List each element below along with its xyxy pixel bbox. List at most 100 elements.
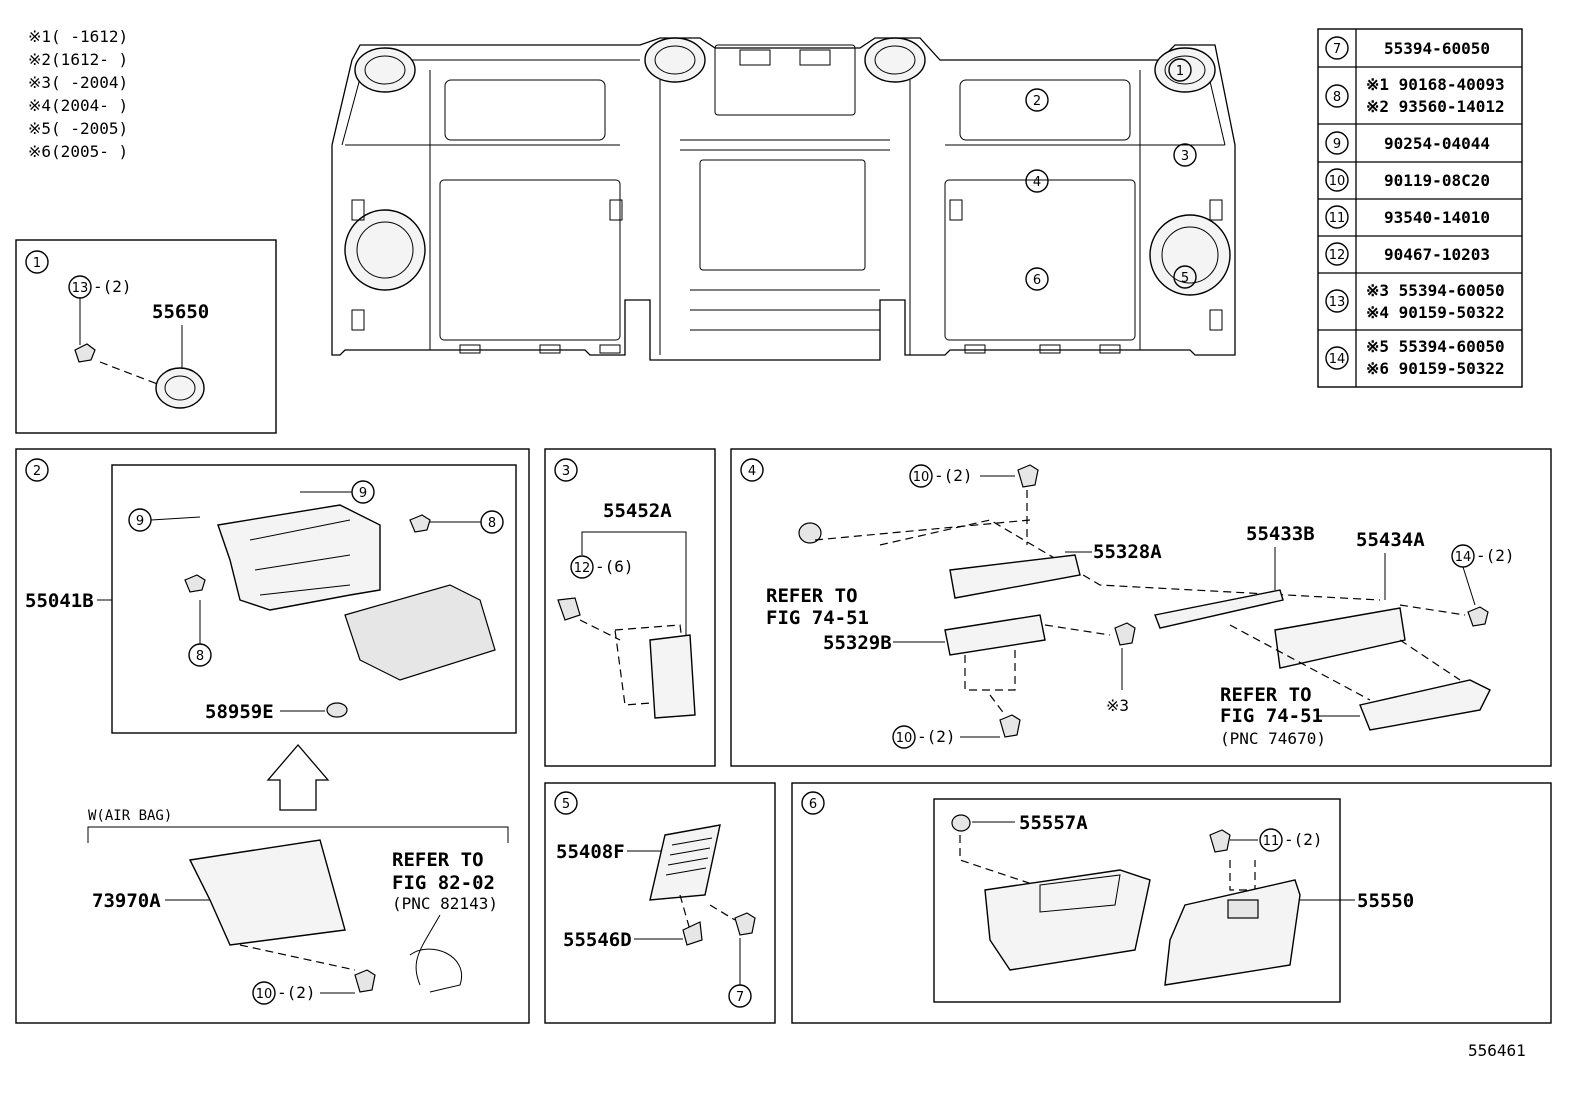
table-part-13b: ※4 90159-50322: [1366, 303, 1505, 322]
up-arrow: [266, 744, 330, 811]
bracket-55452A-shape: [649, 634, 696, 719]
table-part-14b: ※6 90159-50322: [1366, 359, 1505, 378]
date-note-3: ※3( -2004): [28, 73, 128, 92]
table-ref-11: 11: [1329, 211, 1346, 226]
bracket-55434A-shape: [1274, 607, 1406, 669]
panel-2-ref10: 10: [256, 987, 273, 1002]
panel-5-part-55408F: 55408F: [556, 841, 625, 863]
glovebox-door-55550-shape: [1164, 879, 1301, 986]
panel-2-ref8b: 8: [196, 649, 204, 664]
panel-1-num: 1: [33, 256, 41, 271]
assist-grip-shape: [1359, 679, 1491, 731]
table-part-9: 90254-04044: [1384, 134, 1490, 153]
panel-4-part-55434A: 55434A: [1356, 529, 1425, 551]
panel-4-ref10b: 10: [896, 731, 913, 746]
panel-3-part-55452A: 55452A: [603, 500, 672, 522]
panel-4-qty10a: -(2): [934, 466, 973, 485]
panel-4-refer2-l1: REFER TO: [1220, 684, 1312, 706]
panel-2-qty10: -(2): [277, 983, 316, 1002]
date-note-2: ※2(1612- ): [28, 50, 128, 69]
callout-3: 3: [1181, 149, 1189, 164]
panel-3-qty: -(6): [595, 557, 634, 576]
panel-4-refer1-l2: FIG 74-51: [766, 607, 869, 629]
bracket-55433B-shape: [1154, 589, 1284, 629]
panel-1: 1 13 -(2) 55650: [15, 239, 277, 434]
panel-2-part-55041B: 55041B: [25, 590, 94, 612]
panel-2-ref9b: 9: [359, 486, 367, 501]
panel-6-qty11: -(2): [1284, 830, 1323, 849]
airbag-cover-shape: [188, 839, 346, 946]
table-part-7: 55394-60050: [1384, 39, 1490, 58]
panel-4-refer2-l3: (PNC 74670): [1220, 729, 1326, 748]
panel-2-ref9a: 9: [136, 514, 144, 529]
main-callouts: 1 2 3 4 5 6: [1025, 58, 1197, 291]
date-note-4: ※4(2004- ): [28, 96, 128, 115]
panel-5-ref7: 7: [736, 990, 744, 1005]
screw-shape: [74, 343, 96, 363]
table-part-8b: ※2 93560-14012: [1366, 97, 1505, 116]
table-ref-8-num: 8: [1333, 90, 1341, 105]
panel-1-qty: -(2): [93, 277, 132, 296]
table-part-8a: ※1 90168-40093: [1366, 75, 1505, 94]
date-note-6: ※6(2005- ): [28, 142, 128, 161]
callout-4: 4: [1033, 175, 1041, 190]
table-part-13a: ※3 55394-60050: [1366, 281, 1505, 300]
panel-2-airbag-label: W(AIR BAG): [88, 808, 172, 824]
table-ref-9: 9: [1333, 137, 1341, 152]
panel-1-part-55650: 55650: [152, 301, 209, 323]
panel-2: 2 55041B 9 9 8 8 58959E W(AIR BAG) 73970…: [15, 448, 530, 1024]
date-note-5: ※5( -2005): [28, 119, 128, 138]
panel-4-part-55433B: 55433B: [1246, 523, 1315, 545]
panel-2-part-73970A: 73970A: [92, 890, 161, 912]
callout-6: 6: [1033, 273, 1041, 288]
panel-4-part-55329B: 55329B: [823, 632, 892, 654]
panel-4-part-55328A: 55328A: [1093, 541, 1162, 563]
callout-2: 2: [1033, 94, 1041, 109]
panel-4-num: 4: [748, 464, 756, 479]
callout-5: 5: [1181, 271, 1189, 286]
bracket-55328A-shape: [949, 554, 1081, 599]
panel-6-ref11: 11: [1263, 834, 1280, 849]
panel-4-ref14: 14: [1455, 550, 1472, 565]
table-part-10: 90119-08C20: [1384, 171, 1490, 190]
panel-6-part-55557A: 55557A: [1019, 812, 1088, 834]
table-ref-10: 10: [1329, 174, 1346, 189]
panel-3-ref12: 12: [574, 561, 591, 576]
glovebox-housing-shape: [217, 504, 381, 611]
panel-2-part-58959E: 58959E: [205, 701, 274, 723]
callout-1: 1: [1176, 64, 1184, 79]
table-ref-14: 14: [1329, 352, 1346, 367]
figure-id: 556461: [1468, 1041, 1526, 1060]
panel-4-note3: ※3: [1106, 696, 1129, 715]
table-part-12: 90467-10203: [1384, 245, 1490, 264]
panel-1-ref13: 13: [72, 281, 89, 296]
panel-5-num: 5: [562, 797, 570, 812]
panel-6-part-55550: 55550: [1357, 890, 1414, 912]
panel-2-ref8a: 8: [488, 516, 496, 531]
table-part-14a: ※5 55394-60050: [1366, 337, 1505, 356]
panel-2-refer-l2: FIG 82-02: [392, 872, 495, 894]
panel-2-num: 2: [33, 464, 41, 479]
panel-4-ref10a: 10: [913, 470, 930, 485]
panel-3-num: 3: [562, 464, 570, 479]
left-outer-vent-shape: [354, 47, 416, 93]
glovebox-55550-shape: [984, 869, 1151, 971]
panel-2-refer-l1: REFER TO: [392, 849, 484, 871]
panel-6: 6 55557A 11 -(2) 55550: [791, 782, 1552, 1024]
panel-4-refer2-l2: FIG 74-51: [1220, 705, 1323, 727]
date-notes: ※1( -1612) ※2(1612- ) ※3( -2004) ※4(2004…: [28, 27, 128, 161]
panel-4-refer1-l1: REFER TO: [766, 585, 858, 607]
parts-table: 7 55394-60050 8 ※1 90168-40093 ※2 93560-…: [1317, 28, 1523, 388]
panel-4-qty10b: -(2): [917, 727, 956, 746]
table-part-11: 93540-14010: [1384, 208, 1490, 227]
panel-3: 3 55452A 12 -(6): [544, 448, 716, 767]
panel-5: 5 55408F 55546D 7: [544, 782, 776, 1024]
date-note-1: ※1( -1612): [28, 27, 128, 46]
vent-55650-shape: [155, 367, 205, 409]
table-ref-13: 13: [1329, 295, 1346, 310]
table-ref-12: 12: [1329, 248, 1346, 263]
panel-4: 4 10 -(2) 55328A 55433B 55434A 14 -(2) R…: [730, 448, 1552, 767]
panel-5-part-55546D: 55546D: [563, 929, 632, 951]
glovebox-door-shape: [344, 584, 496, 681]
